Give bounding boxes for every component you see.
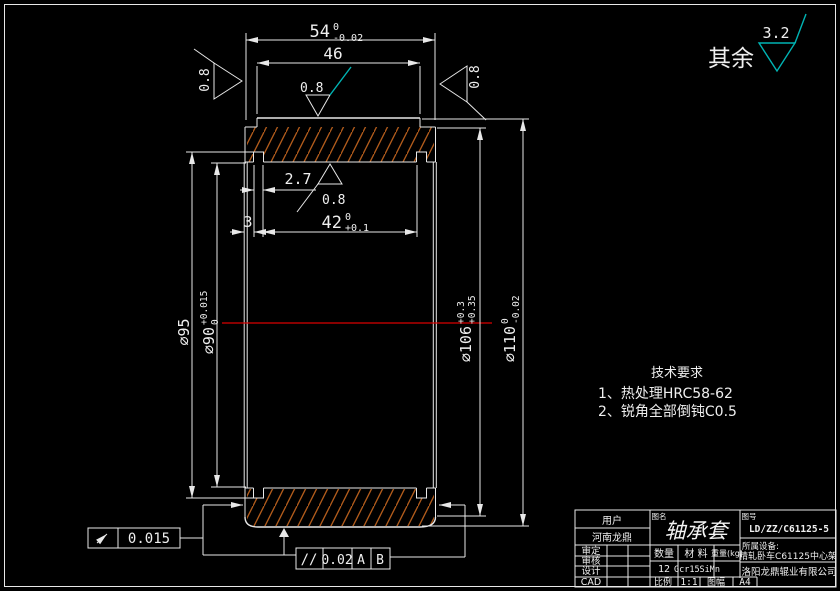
row-design-label: 设计	[581, 565, 601, 577]
tech-req-item-1: 1、热处理HRC58-62	[598, 386, 733, 402]
scale-value: 1:1	[680, 577, 697, 588]
tech-req-title: 技术要求	[651, 366, 703, 381]
dim-depth-42-sup: 0	[345, 212, 351, 223]
finish-tail	[193, 48, 215, 64]
finish-triangle-icon	[213, 62, 243, 100]
relief-notch	[253, 151, 264, 162]
finish-tail	[329, 66, 352, 96]
dim-dia-110-sub: -0.02	[511, 295, 522, 324]
parallelism-icon: //	[301, 552, 318, 568]
equipment-label: 所属设备:	[742, 541, 779, 552]
dim-dia-90-sup: +0.015	[199, 291, 210, 325]
drawing-no-label: 图号	[742, 512, 757, 521]
gdt-runout-frame: 0.015	[87, 502, 243, 555]
surface-finish-symbols: 0.8 0.8 0.8 0.8	[193, 48, 487, 213]
part-name: 轴承套	[665, 519, 731, 543]
part-section-view	[222, 117, 492, 528]
row-cad-label: CAD	[581, 577, 601, 588]
tech-req-item-2: 2、锐角全部倒钝C0.5	[598, 403, 737, 420]
general-finish-tail	[794, 13, 807, 44]
dim-length-54-sub: -0.02	[333, 33, 363, 44]
finish-triangle-icon	[305, 94, 331, 118]
dim-dia-90: ⌀90	[200, 327, 218, 354]
dim-length-46: 46	[323, 44, 342, 63]
dim-length-54-sup: 0	[333, 22, 339, 33]
section-hatch-top	[247, 127, 434, 162]
extension-lines	[186, 33, 529, 527]
general-finish-value: 3.2	[762, 24, 789, 42]
customer-name: 河南龙鼎	[592, 531, 632, 544]
parallelism-value: 0.02	[321, 553, 352, 568]
finish-triangle-icon	[439, 65, 468, 103]
dim-dia-106-sup: +0.3	[456, 301, 467, 324]
dim-depth-42-sub: +0.1	[345, 223, 369, 234]
dim-dia-110-sup: 0	[500, 318, 511, 324]
dim-wall-3: 3	[243, 213, 252, 231]
scale-label: 比例	[654, 576, 672, 588]
row-approve-label: 审定	[581, 545, 601, 557]
drawing-name-label: 图名	[652, 511, 667, 521]
relief-notch	[416, 151, 427, 162]
dim-length-54: 54	[310, 22, 330, 42]
runout-value: 0.015	[128, 531, 170, 547]
dim-dia-110: ⌀110	[501, 326, 519, 362]
datum-triangle-icon	[279, 528, 289, 537]
relief-notch	[253, 488, 264, 498]
qty-value: 12	[658, 564, 670, 575]
finish-left-value: 0.8	[198, 68, 213, 91]
drawing-no-value: LD/ZZ/C61125-5	[749, 524, 829, 535]
finish-right-value: 0.8	[468, 65, 483, 88]
dim-dia-106: ⌀106	[457, 326, 475, 362]
datum-a-ref: A	[357, 553, 365, 568]
gdt-parallelism-frame: // 0.02 A B	[203, 502, 466, 570]
general-finish-label: 其余	[708, 46, 754, 72]
finish-top-value: 0.8	[300, 81, 323, 96]
dim-dia-90-sub: 0	[210, 319, 221, 325]
finish-tail	[466, 101, 487, 121]
general-finish-triangle-icon	[757, 42, 797, 73]
qty-label: 数量	[654, 547, 674, 560]
sheet-border	[4, 4, 836, 587]
row-check-label: 审核	[581, 555, 601, 567]
customer-label: 用户	[602, 514, 622, 527]
company-name: 洛阳龙鼎辊业有限公司	[741, 566, 836, 578]
dimension-texts: 54 0 -0.02 46 42 0 +0.1 2.7 3 ⌀95 ⌀90 +0…	[175, 22, 522, 362]
relief-notch	[416, 488, 427, 498]
dim-depth-42: 42	[322, 213, 342, 233]
general-finish-note: 其余 3.2	[708, 13, 807, 73]
size-value: A4	[739, 577, 751, 588]
weight-label: 重量(kg)	[711, 548, 743, 558]
dim-dia-106-sub: +0.35	[467, 295, 478, 324]
material-value: Gcr15SiMn	[674, 565, 720, 575]
finish-bore-value: 0.8	[322, 193, 345, 208]
finish-tail	[296, 183, 319, 213]
title-block: 用户 河南龙鼎 审定 审核 设计 CAD 图名 轴承套 数量 材 料 重量(kg…	[574, 509, 837, 588]
dimension-lines	[189, 37, 526, 526]
size-label: 图幅	[707, 576, 725, 588]
dim-dia-95: ⌀95	[175, 318, 193, 345]
technical-requirements: 技术要求 1、热处理HRC58-62 2、锐角全部倒钝C0.5	[598, 366, 737, 420]
equipment-value: 精轧卧车C61125中心架	[739, 550, 837, 562]
runout-icon	[96, 533, 108, 545]
material-label: 材 料	[684, 547, 707, 560]
dim-groove-2-7: 2.7	[284, 170, 311, 188]
section-hatch-bottom	[247, 489, 434, 526]
datum-b-ref: B	[376, 553, 384, 568]
finish-triangle-icon	[317, 163, 343, 185]
